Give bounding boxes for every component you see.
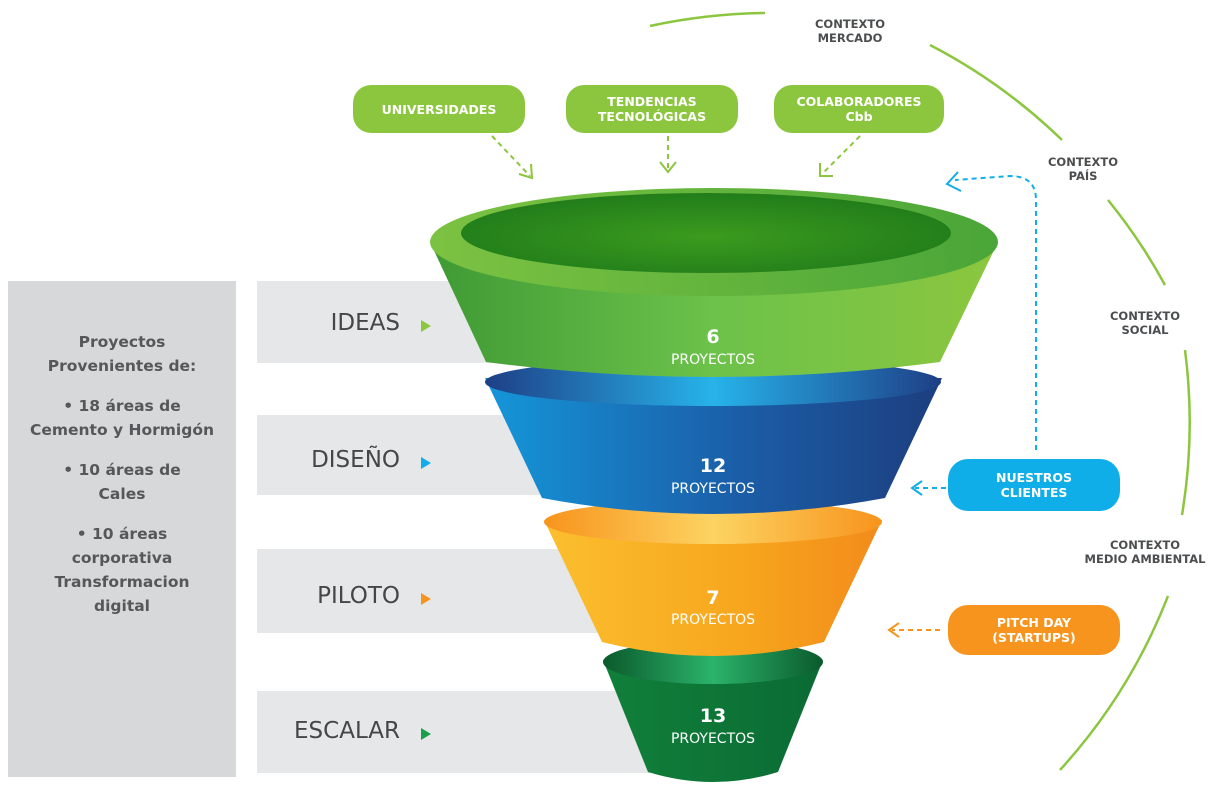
stage-unit-ideas: PROYECTOS [670,352,756,368]
context-arc [929,43,1063,141]
origin-line: • 18 áreas de [63,397,181,415]
pill-text: NUESTROS [996,470,1072,485]
origin-line: Transformacion [54,573,190,591]
stage-count-ideas: 6 [706,326,720,348]
origin-line: Cemento y Hormigón [29,421,215,439]
stage-label-escalar: ESCALAR [294,718,400,744]
stage-count-escalar: 13 [699,705,727,727]
stage-unit-diseno: PROYECTOS [670,481,756,497]
stage-label-piloto: PILOTO [317,583,400,609]
play-arrow-icon [421,320,431,332]
funnel-opening [461,193,951,273]
stage-unit-piloto: PROYECTOS [670,612,756,628]
funnel-segment-diseno [485,378,942,514]
origin-line: • 10 áreas de [63,461,181,479]
context-arc [1107,199,1167,286]
stage-unit-escalar: PROYECTOS [670,731,756,747]
context-text: PAÍS [1068,169,1098,183]
context-text: CONTEXTO [1109,309,1181,323]
pill-text: (STARTUPS) [992,630,1076,645]
context-text: MERCADO [817,31,883,45]
arrowhead-icon [887,622,900,638]
context-text: CONTEXTO [1109,538,1181,552]
context-arc [1180,349,1191,516]
context-text: MEDIO AMBIENTAL [1084,552,1206,566]
stage-count-piloto: 7 [706,587,720,609]
stage-label-diseno: DISEÑO [311,447,400,473]
funnel-segment-escalar [603,660,823,782]
source-pill-universidades: UNIVERSIDADES [353,85,525,133]
context-arc [649,11,766,28]
source-arrows [491,135,861,177]
funnel-segment-piloto [544,520,882,656]
funnel-rim-piloto [544,500,882,544]
context-arcs [649,11,1191,771]
context-arc [1059,595,1170,771]
context-text: SOCIAL [1121,323,1169,337]
origin-panel [8,281,236,777]
play-arrow-icon [421,457,431,469]
stage-label-ideas: IDEAS [330,310,400,336]
context-text: CONTEXTO [814,17,886,31]
play-arrow-icon [421,593,431,605]
pill-text: TECNOLÓGICAS [597,109,707,124]
source-pill-pitch-day: PITCH DAY(STARTUPS) [948,605,1120,655]
origin-text: Proyectos Provenientes de: • 18 áreas de… [8,330,236,618]
origin-line: corporativa [71,549,173,567]
origin-line: digital [94,597,150,615]
origin-line: Proyectos [78,333,166,351]
arrowhead-icon [910,171,962,496]
pill-text: PITCH DAY [996,615,1072,630]
origin-line: • 10 áreas [76,525,168,543]
client-arrow [915,174,1037,489]
pill-text: CLIENTES [1000,485,1068,500]
pill-text: TENDENCIAS [607,94,697,109]
stage-count-diseno: 12 [699,455,727,477]
context-text: CONTEXTO [1047,155,1119,169]
pill-text: COLABORADORES [796,94,922,109]
pill-text: UNIVERSIDADES [381,101,497,117]
origin-line: Cales [98,485,146,503]
arrowhead-icon [518,161,833,180]
pill-text: Cbb [845,109,873,124]
play-arrow-icon [421,728,431,740]
origin-line: Provenientes de: [47,357,197,375]
stage-band-escalar [257,691,677,773]
